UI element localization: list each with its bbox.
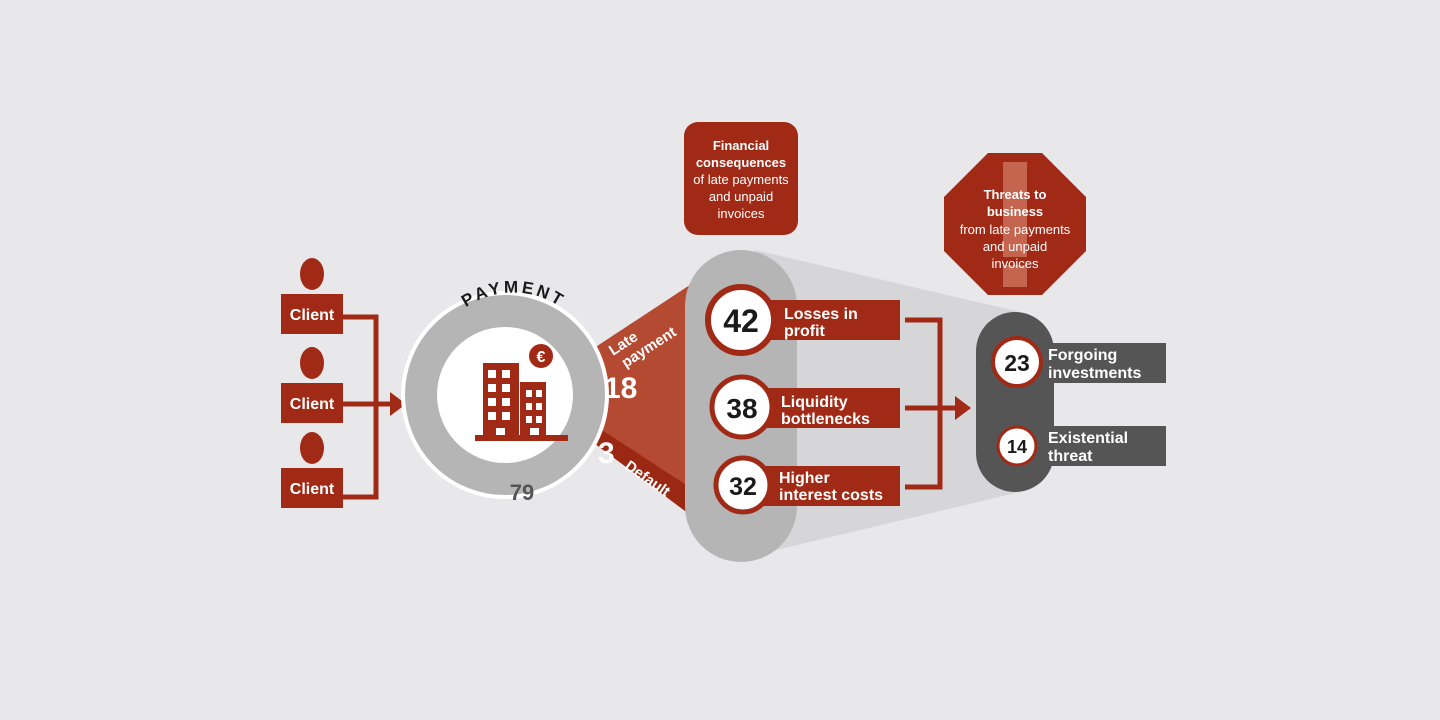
arrow-right-icon [955, 396, 971, 420]
person-head-icon [300, 432, 324, 464]
office-building-icon [475, 363, 568, 441]
financial-item-losses: 42 Losses in profit [705, 284, 900, 356]
euro-symbol: € [537, 349, 546, 366]
financial-sub-1: of late payments [693, 172, 789, 187]
client-label: Client [290, 307, 335, 324]
financial-item-liquidity: 38 Liquidity bottlenecks [709, 374, 900, 440]
item-label-1: Liquidity [781, 394, 848, 411]
item-label-1: Higher [779, 470, 830, 487]
item-label-2: profit [784, 323, 826, 340]
threats-sub-3: invoices [992, 256, 1039, 271]
on-time-value: 79 [510, 480, 534, 505]
client-label: Client [290, 481, 335, 498]
financial-header-box: Financial consequences of late payments … [684, 122, 798, 235]
item-label-2: threat [1048, 448, 1093, 465]
payment-circle: PAYMENT 79 € [401, 278, 609, 505]
item-value: 42 [723, 303, 759, 339]
person-head-icon [300, 347, 324, 379]
value-badge [991, 336, 1043, 388]
item-bar [1018, 426, 1166, 466]
client-body [281, 468, 343, 508]
value-badge [705, 284, 777, 356]
item-bar [756, 466, 900, 506]
threat-item-existential: 14 Existential threat [996, 425, 1166, 467]
arrow-right-icon [390, 392, 406, 416]
item-label-2: investments [1048, 365, 1141, 382]
exclamation-dot [1003, 265, 1027, 287]
client-1: Client [281, 258, 343, 334]
default-value: 3 [598, 437, 615, 470]
item-label-2: interest costs [779, 487, 883, 504]
client-label: Client [290, 396, 335, 413]
threats-title-2: business [987, 204, 1043, 219]
financial-sub-3: invoices [718, 206, 765, 221]
clients-bracket-arrow [343, 314, 392, 500]
value-badge [709, 374, 775, 440]
item-label-1: Forgoing [1048, 347, 1117, 364]
item-value: 32 [729, 473, 757, 501]
item-label-1: Existential [1048, 430, 1128, 447]
threats-sub-1: from late payments [960, 222, 1071, 237]
threat-item-investments: 23 Forgoing investments [991, 336, 1166, 388]
threats-title-1: Threats to [984, 187, 1047, 202]
threats-header-octagon: Threats to business from late payments a… [944, 153, 1086, 295]
client-body [281, 383, 343, 423]
client-body [281, 294, 343, 334]
late-payment-value: 18 [604, 372, 637, 405]
value-badge [996, 425, 1038, 467]
item-value: 14 [1007, 437, 1027, 457]
financial-title-2: consequences [696, 155, 786, 170]
euro-coin-icon [527, 342, 555, 370]
item-value: 23 [1004, 350, 1030, 376]
item-label-1: Losses in [784, 306, 858, 323]
client-3: Client [281, 432, 343, 508]
item-bar [756, 388, 900, 428]
financial-bracket-arrow [905, 317, 958, 490]
financial-sub-2: and unpaid [709, 189, 773, 204]
item-value: 38 [726, 393, 757, 424]
threats-sub-2: and unpaid [983, 239, 1047, 254]
client-2: Client [281, 347, 343, 423]
person-head-icon [300, 258, 324, 290]
item-label-2: bottlenecks [781, 411, 870, 428]
item-bar [756, 300, 900, 340]
exclamation-icon [1003, 162, 1027, 257]
financial-item-interest: 32 Higher interest costs [713, 455, 900, 515]
financial-title-1: Financial [713, 138, 769, 153]
value-badge [713, 455, 773, 515]
